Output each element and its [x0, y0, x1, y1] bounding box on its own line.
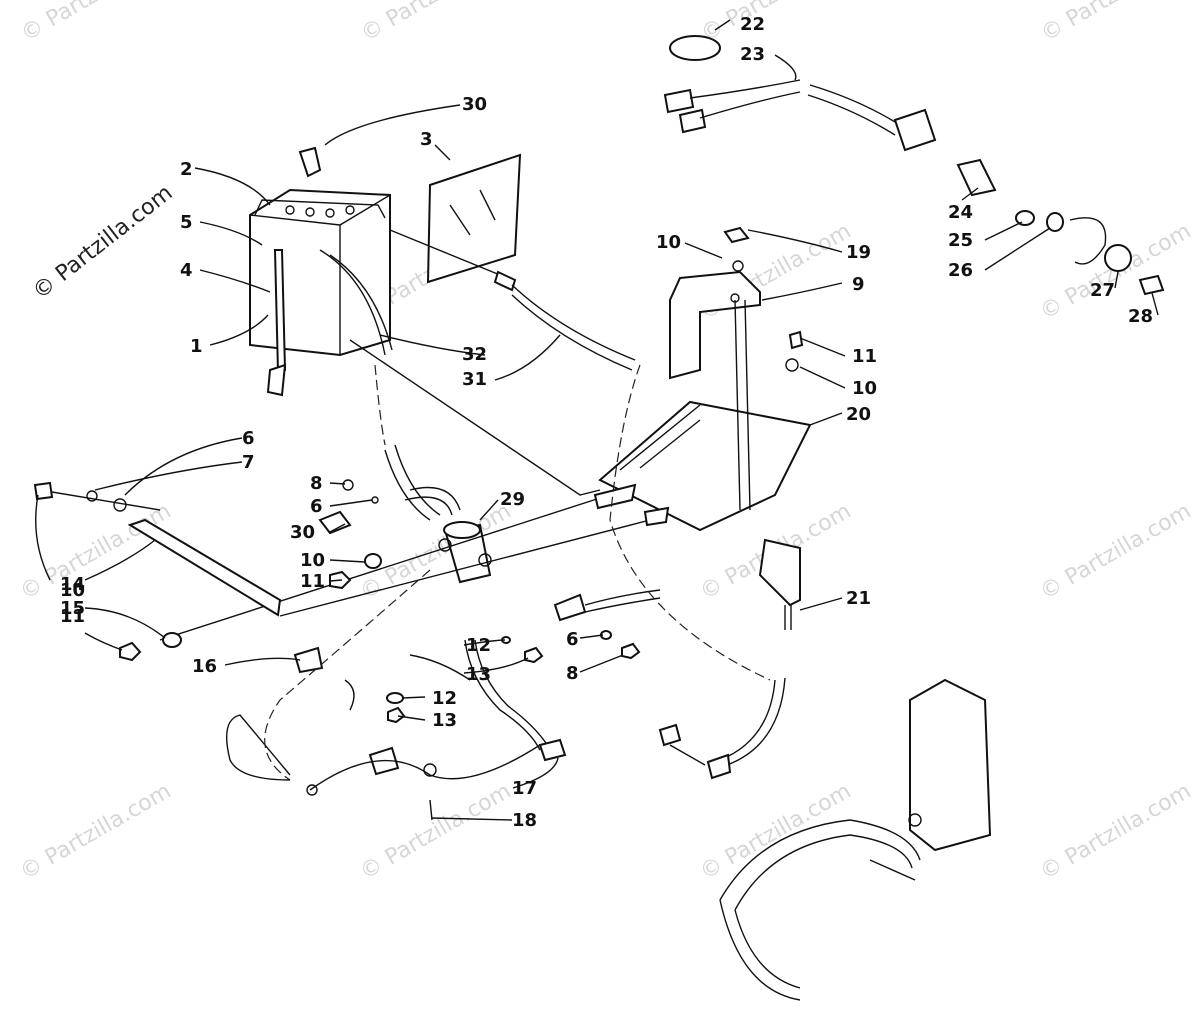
- callout-10-left: 10: [60, 580, 85, 601]
- callout-1: 1: [190, 336, 203, 357]
- callout-21: 21: [846, 588, 871, 609]
- callout-20: 20: [846, 404, 871, 425]
- harness-lower: [226, 630, 641, 821]
- callout-26: 26: [948, 260, 973, 281]
- ground-strap: [33, 481, 282, 617]
- callout-2: 2: [180, 159, 193, 180]
- callout-13: 13: [466, 664, 491, 685]
- callout-3: 3: [420, 129, 433, 150]
- callout-6: 6: [310, 496, 323, 517]
- watermark: © Partzilla.com: [356, 779, 516, 886]
- watermark: © Partzilla.com: [357, 0, 517, 47]
- callout-10: 10: [656, 232, 681, 253]
- watermark: © Partzilla.com: [356, 499, 516, 606]
- callout-11-left: 11: [60, 606, 85, 627]
- watermark-layer: © Partzilla.com © Partzilla.com © Partzi…: [16, 0, 1197, 885]
- callout-29: 29: [500, 489, 525, 510]
- callout-11: 11: [300, 571, 325, 592]
- callout-19: 19: [846, 242, 871, 263]
- solenoid: [438, 521, 492, 584]
- watermark-main: © Partzilla.com: [28, 181, 177, 305]
- callout-13: 13: [432, 710, 457, 731]
- callout-32: 32: [462, 344, 487, 365]
- callout-8: 8: [566, 663, 579, 684]
- callout-30: 30: [462, 94, 487, 115]
- callout-16: 16: [192, 656, 217, 677]
- hardware-left: [119, 479, 382, 711]
- cross-cable: [159, 483, 670, 641]
- callout-23: 23: [740, 44, 765, 65]
- watermark: © Partzilla.com: [1036, 219, 1196, 326]
- callout-30: 30: [290, 522, 315, 543]
- callout-6: 6: [242, 428, 255, 449]
- callout-5: 5: [180, 212, 193, 233]
- callout-8: 8: [310, 473, 323, 494]
- watermark: © Partzilla.com: [1037, 0, 1197, 47]
- callout-12: 12: [432, 688, 457, 709]
- callout-27: 27: [1090, 280, 1115, 301]
- starter-cable-right: [658, 677, 786, 780]
- callout-14: 14: [60, 574, 85, 595]
- callout-12: 12: [466, 635, 491, 656]
- watermark: © Partzilla.com: [17, 0, 177, 47]
- callout-17: 17: [512, 778, 537, 799]
- watermark: © Partzilla.com: [16, 779, 176, 886]
- callout-4: 4: [180, 260, 193, 281]
- callout-7: 7: [242, 452, 255, 473]
- callout-31: 31: [462, 369, 487, 390]
- callout-24: 24: [948, 202, 973, 223]
- battery-tray: [598, 299, 812, 630]
- callout-11: 11: [852, 346, 877, 367]
- key-switch: [956, 158, 1165, 296]
- watermark: © Partzilla.com: [696, 779, 856, 886]
- callout-22: 22: [740, 14, 765, 35]
- callout-15: 15: [60, 598, 85, 619]
- dashed-lead: [264, 364, 771, 781]
- watermark: © Partzilla.com: [697, 0, 857, 47]
- callout-28: 28: [1128, 306, 1153, 327]
- callout-9: 9: [852, 274, 865, 295]
- battery: [249, 188, 391, 357]
- callout-25: 25: [948, 230, 973, 251]
- loop-cable: [384, 444, 461, 521]
- callout-labels: 22 23 30 3 2 5 4 1 32 31 10 19 9 11 10 2…: [60, 14, 1153, 831]
- callout-6: 6: [566, 629, 579, 650]
- callout-18: 18: [512, 810, 537, 831]
- watermark: © Partzilla.com: [1036, 499, 1196, 606]
- battery-cover-sheet: [426, 153, 522, 284]
- recoil-housing: [719, 678, 992, 1001]
- leader-lines: [35, 19, 1159, 821]
- watermark: © Partzilla.com: [1036, 779, 1196, 886]
- callout-10: 10: [300, 550, 325, 571]
- battery-strap: [266, 249, 287, 397]
- terminal-cap: [298, 146, 322, 178]
- wiring-harness-top: [663, 35, 937, 152]
- callout-10: 10: [852, 378, 877, 399]
- starter-cable: [553, 589, 661, 622]
